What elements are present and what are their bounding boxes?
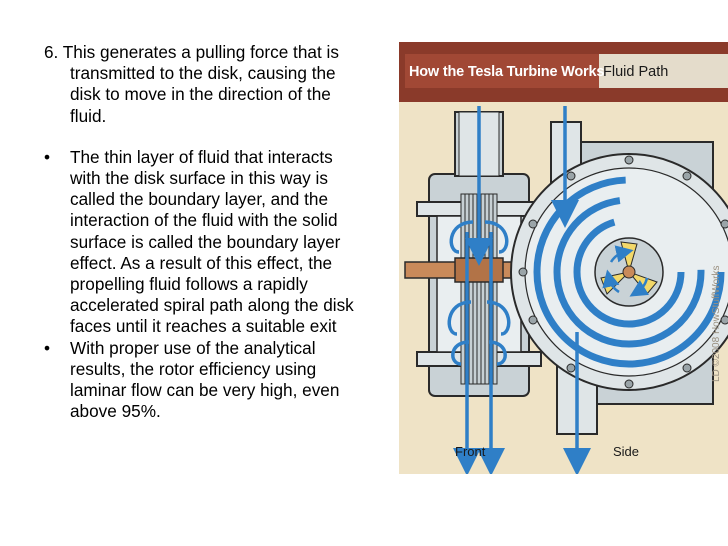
bullet-1-line-8: accelerated spiral path along the disk bbox=[70, 295, 354, 316]
bullet-1-line-3: called the boundary layer, and the bbox=[70, 189, 328, 210]
bullet-2-line-3: laminar flow can be very high, even bbox=[70, 380, 340, 401]
bullet-1-line-4: interaction of the fluid with the solid bbox=[70, 210, 338, 231]
tesla-turbine-figure: How the Tesla Turbine Works Fluid Path bbox=[399, 42, 728, 474]
front-view bbox=[404, 106, 556, 474]
side-label: Side bbox=[613, 444, 640, 459]
figure-subtitle: Fluid Path bbox=[603, 64, 669, 80]
bullet-1-line-6: effect. As a result of this effect, the bbox=[70, 252, 333, 273]
bullet-2-line-4: above 95%. bbox=[70, 401, 161, 422]
bullet-marker: • bbox=[44, 337, 51, 358]
intro-line-3: disk to move in the direction of the bbox=[70, 84, 331, 105]
bullet-1-line-9: faces until it reaches a suitable exit bbox=[70, 316, 337, 337]
bullet-2-line-2: results, the rotor efficiency using bbox=[70, 358, 317, 379]
bullet-1-line-5: surface is called the boundary layer bbox=[70, 231, 341, 252]
turbine-diagram bbox=[404, 106, 728, 474]
bullet-marker: • bbox=[44, 146, 51, 167]
bullet-1-line-7: propelling fluid follows a rapidly bbox=[70, 274, 308, 295]
figure-header: How the Tesla Turbine Works Fluid Path bbox=[399, 42, 728, 102]
bullet-1-line-2: with the disk surface in this way is bbox=[70, 168, 328, 189]
bullet-2-line-1: With proper use of the analytical bbox=[70, 337, 316, 358]
side-view bbox=[510, 106, 728, 474]
bullet-1-line-1: The thin layer of fluid that interacts bbox=[70, 146, 333, 167]
slide-text: 6. This generates a pulling force that i… bbox=[44, 42, 404, 422]
copyright-credit: LD ©2008 HowStuffWorks bbox=[711, 265, 722, 383]
intro-line-4: fluid. bbox=[70, 105, 107, 126]
bullet-efficiency: • With proper use of the analytical resu… bbox=[44, 338, 404, 423]
bullet-boundary-layer: • The thin layer of fluid that interacts… bbox=[44, 147, 404, 338]
intro-line-2: transmitted to the disk, causing the bbox=[70, 63, 336, 84]
intro-line-1: 6. This generates a pulling force that i… bbox=[44, 42, 339, 62]
front-label: Front bbox=[455, 444, 486, 459]
figure-title: How the Tesla Turbine Works bbox=[409, 64, 605, 80]
intro-paragraph: 6. This generates a pulling force that i… bbox=[44, 42, 404, 127]
